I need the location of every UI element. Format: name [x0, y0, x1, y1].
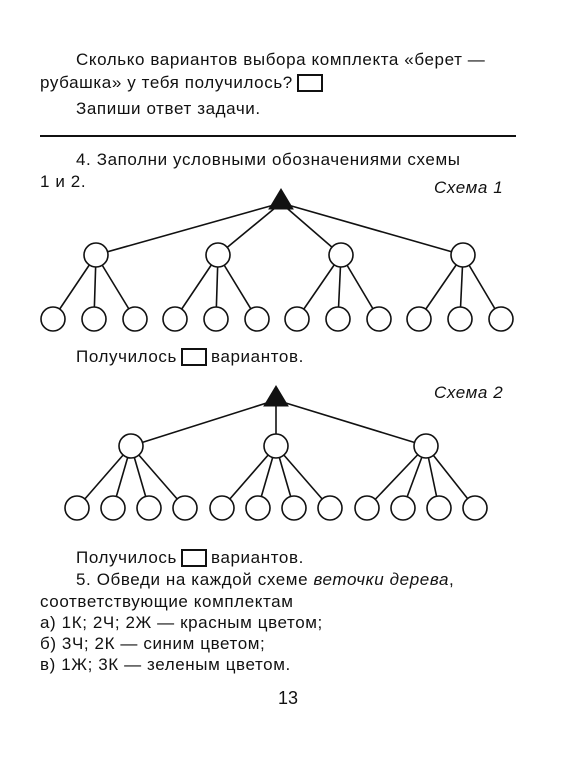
- leaf-node: [172, 495, 198, 521]
- branch-line: [280, 202, 464, 256]
- leaf-node: [284, 306, 310, 332]
- leaf-node: [281, 495, 307, 521]
- task5-item-c: в) 1Ж; 3К — зеленым цветом.: [40, 655, 291, 674]
- leaf-node: [209, 495, 235, 521]
- leaf-line: [221, 445, 277, 509]
- task5-line-1-c: ,: [449, 570, 455, 589]
- intro-line-1: Сколько вариантов выбора комплекта «бере…: [76, 50, 486, 69]
- leaf-line: [366, 445, 427, 509]
- scheme1-result-after: вариантов.: [211, 347, 304, 366]
- scheme1-label: Схема 1: [434, 178, 504, 197]
- branch-line: [280, 202, 342, 256]
- leaf-node: [64, 495, 90, 521]
- intro-line-3: Запиши ответ задачи.: [76, 99, 261, 118]
- scheme1-result-before: Получилось: [76, 347, 177, 366]
- scheme2-tree: [64, 385, 488, 521]
- scheme2-label: Схема 2: [434, 383, 504, 402]
- leaf-node: [366, 306, 392, 332]
- page-number: 13: [277, 688, 299, 708]
- branch-node: [205, 242, 231, 268]
- tree-nodes: [64, 433, 488, 521]
- task4-line-2: 1 и 2.: [40, 172, 87, 191]
- leaf-node: [40, 306, 66, 332]
- leaf-node: [100, 495, 126, 521]
- answer-box-scheme2[interactable]: [181, 549, 207, 567]
- leaf-node: [462, 495, 488, 521]
- leaf-node: [122, 306, 148, 332]
- leaf-node: [406, 306, 432, 332]
- branch-node: [413, 433, 439, 459]
- branch-line: [95, 202, 282, 256]
- scheme2-result-after: вариантов.: [211, 548, 304, 567]
- leaf-node: [354, 495, 380, 521]
- leaf-node: [317, 495, 343, 521]
- leaf-line: [76, 445, 132, 509]
- branch-node: [450, 242, 476, 268]
- leaf-line: [418, 254, 464, 320]
- leaf-node: [136, 495, 162, 521]
- leaf-node: [325, 306, 351, 332]
- branch-node: [118, 433, 144, 459]
- branch-node: [263, 433, 289, 459]
- task5-line-1-a: 5. Обведи на каждой схеме: [76, 570, 309, 589]
- branch-line: [217, 202, 282, 256]
- leaf-node: [203, 306, 229, 332]
- leaf-line: [275, 445, 331, 509]
- branch-node: [83, 242, 109, 268]
- task5-line-1-emph: веточки дерева: [313, 570, 449, 589]
- section-divider: [40, 135, 516, 137]
- task5-item-b: б) 3Ч; 2К — синим цветом;: [40, 634, 266, 653]
- leaf-line: [130, 445, 186, 509]
- leaf-node: [162, 306, 188, 332]
- branch-node: [328, 242, 354, 268]
- scheme2-result-before: Получилось: [76, 548, 177, 567]
- root-triangle: [268, 188, 294, 210]
- leaf-node: [488, 306, 514, 332]
- task5-line-2: соответствующие комплектам: [40, 592, 294, 611]
- intro-line-2: рубашка» у тебя получилось?: [40, 73, 327, 93]
- task4-line-1: 4. Заполни условными обозначениями схемы: [76, 150, 461, 169]
- branch-line: [130, 399, 277, 447]
- leaf-node: [390, 495, 416, 521]
- leaf-line: [52, 254, 97, 320]
- leaf-node: [244, 306, 270, 332]
- leaf-line: [296, 254, 342, 320]
- tree-lines: [52, 202, 502, 320]
- task5-line-1: 5. Обведи на каждой схеме веточки дерева…: [76, 570, 454, 590]
- leaf-line: [425, 445, 476, 509]
- answer-box-intro[interactable]: [296, 74, 323, 92]
- intro-line-2-text: рубашка» у тебя получилось?: [40, 73, 293, 92]
- root-triangle: [263, 385, 289, 407]
- leaf-node: [447, 306, 473, 332]
- answer-box-scheme1[interactable]: [181, 348, 207, 366]
- branch-line: [275, 399, 427, 447]
- leaf-line: [174, 254, 219, 320]
- scheme1-tree: [40, 188, 514, 332]
- leaf-node: [426, 495, 452, 521]
- leaf-node: [245, 495, 271, 521]
- tree-nodes: [40, 242, 514, 332]
- scheme2-result: Получилось вариантов.: [76, 548, 304, 568]
- task5-item-a: а) 1К; 2Ч; 2Ж — красным цветом;: [40, 613, 323, 632]
- leaf-node: [81, 306, 107, 332]
- scheme1-result: Получилось вариантов.: [76, 347, 304, 367]
